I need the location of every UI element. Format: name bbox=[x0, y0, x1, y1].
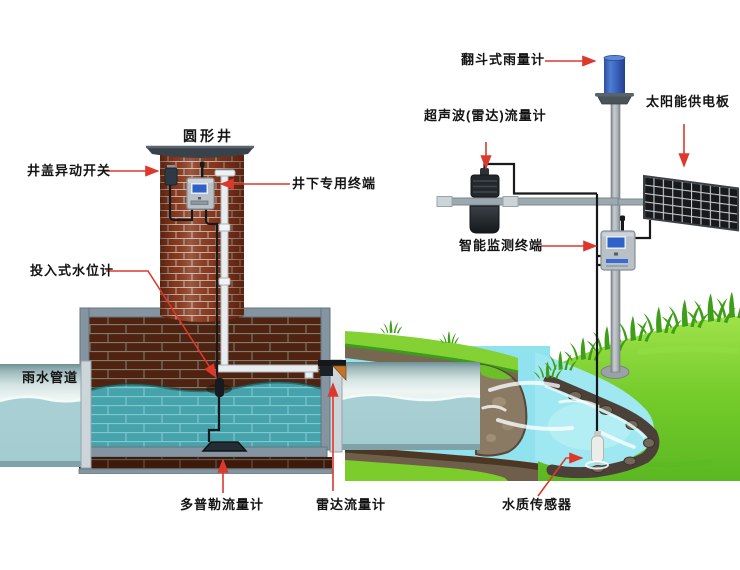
storm-pipe-right bbox=[329, 359, 481, 453]
sensor-crossbar bbox=[436, 196, 649, 207]
well-cables bbox=[168, 185, 219, 378]
arrow-level-gauge bbox=[106, 270, 217, 379]
storm-pipe-left bbox=[0, 360, 92, 469]
label-rain-pipe: 雨水管道 bbox=[22, 370, 79, 385]
underground-terminal-device bbox=[186, 161, 215, 210]
manhole-cover-switch-device bbox=[164, 165, 178, 186]
arrow-water-sensor bbox=[537, 452, 584, 497]
circular-well bbox=[146, 145, 254, 322]
smart-terminal-device bbox=[600, 215, 636, 271]
label-underground-terminal: 井下专用终端 bbox=[292, 176, 377, 191]
radar-flowmeter-device bbox=[318, 360, 347, 382]
tipping-bucket-rain-gauge-device bbox=[595, 55, 634, 105]
annotation-arrows bbox=[105, 55, 690, 497]
doppler-flowmeter-device bbox=[201, 441, 248, 452]
label-ultrasonic-flowmeter: 超声波(雷达)流量计 bbox=[424, 108, 547, 123]
label-water-quality-sensor: 水质传感器 bbox=[502, 497, 573, 512]
pole-cable bbox=[595, 194, 601, 435]
label-smart-monitoring-terminal: 智能监测终端 bbox=[459, 238, 544, 253]
label-manhole-cover-switch: 井盖异动开关 bbox=[27, 163, 112, 178]
label-solar-panel: 太阳能供电板 bbox=[646, 94, 731, 109]
label-tipping-bucket-rain-gauge: 翻斗式雨量计 bbox=[461, 52, 546, 67]
solar-panel-device bbox=[634, 174, 739, 240]
label-doppler-flowmeter: 多普勒流量计 bbox=[180, 497, 265, 512]
label-submersible-level-gauge: 投入式水位计 bbox=[30, 263, 115, 278]
submersible-level-sensor-device bbox=[207, 378, 224, 442]
junction-chamber bbox=[78, 307, 333, 474]
label-radar-flowmeter: 雷达流量计 bbox=[316, 497, 387, 512]
water-quality-sensor-device bbox=[585, 431, 609, 470]
label-circular-well: 圆形井 bbox=[183, 128, 234, 144]
